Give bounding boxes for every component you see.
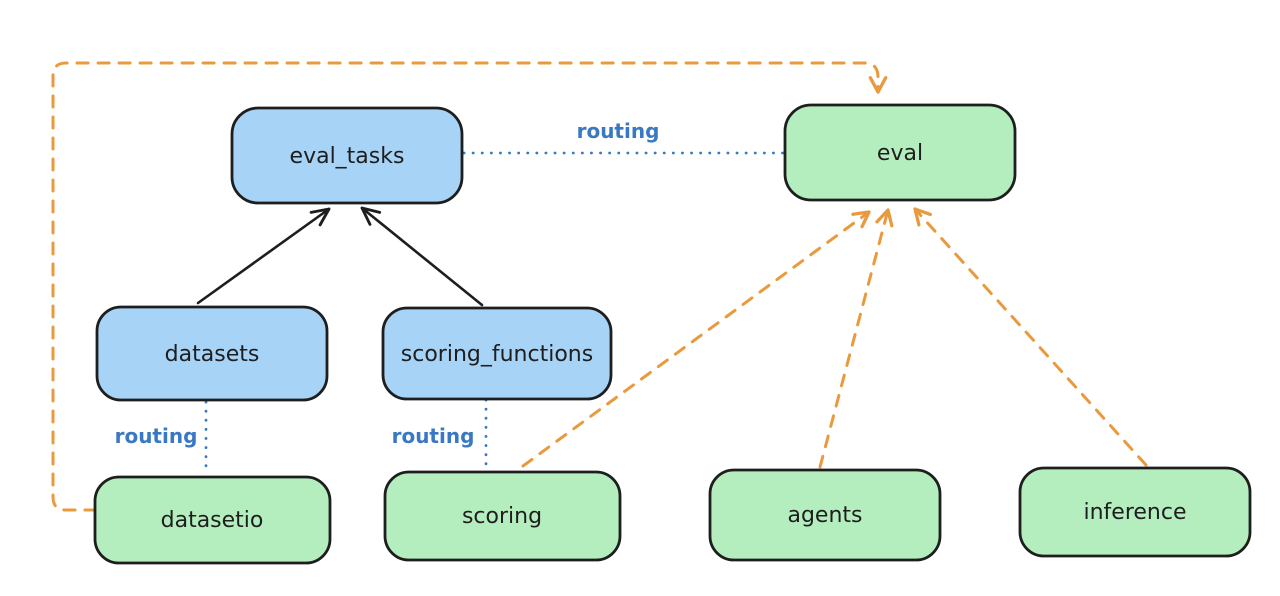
node-eval-tasks: eval_tasks <box>230 106 464 205</box>
routing-label-datasets-datasetio: routing <box>115 424 198 448</box>
node-eval-tasks-shape <box>230 106 464 205</box>
edge-inference-to-eval <box>913 207 1148 467</box>
edge-scoring-to-eval <box>521 210 871 468</box>
node-scoring-functions-shape <box>381 306 613 401</box>
node-agents-shape <box>708 468 942 562</box>
edge-datasets-to-eval-tasks <box>196 207 331 305</box>
node-eval: eval <box>783 103 1017 202</box>
node-agents: agents <box>708 468 942 562</box>
node-scoring-shape <box>383 470 622 562</box>
edge-datasetio-to-eval <box>51 61 888 512</box>
node-datasetio-shape <box>93 475 332 565</box>
node-datasets-label: datasets <box>165 342 260 367</box>
node-datasets-shape <box>95 305 329 402</box>
node-scoring-functions: scoring_functions <box>381 306 613 401</box>
routing-label-scoring-functions-scoring: routing <box>392 424 475 448</box>
node-eval-tasks-label: eval_tasks <box>290 144 405 169</box>
node-eval-label: eval <box>877 141 923 166</box>
node-scoring: scoring <box>383 470 622 562</box>
node-scoring-functions-label: scoring_functions <box>401 342 593 367</box>
node-inference-label: inference <box>1083 500 1186 525</box>
routing-label-eval-tasks-eval: routing <box>577 119 660 143</box>
node-agents-label: agents <box>787 503 862 528</box>
node-inference-shape <box>1018 466 1252 558</box>
edge-scoring-functions-to-eval-tasks <box>360 206 484 307</box>
node-scoring-label: scoring <box>462 504 542 529</box>
node-eval-shape <box>783 103 1017 202</box>
node-datasetio-label: datasetio <box>161 508 264 533</box>
edge-agents-to-eval <box>818 208 894 469</box>
node-datasets: datasets <box>95 305 329 402</box>
node-inference: inference <box>1018 466 1252 558</box>
node-datasetio: datasetio <box>93 475 332 565</box>
